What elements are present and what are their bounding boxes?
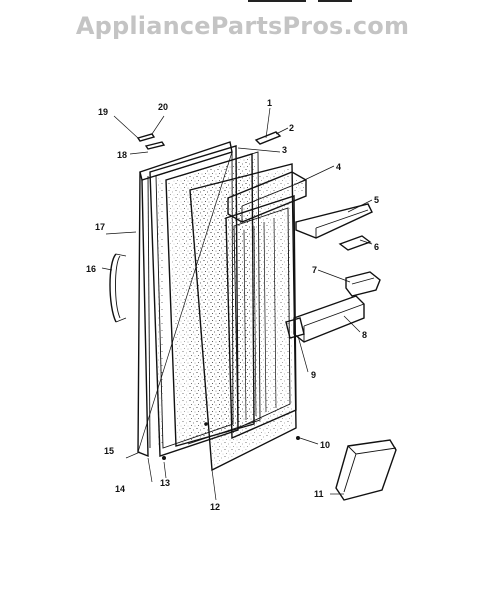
callout-8: 8 [362, 330, 367, 340]
callout-5: 5 [374, 195, 379, 205]
door-handle [109, 253, 127, 323]
callout-4: 4 [336, 162, 341, 172]
callout-6: 6 [374, 242, 379, 252]
callout-7: 7 [312, 265, 317, 275]
watermark-logo: AppliancePartsPros.com [75, 12, 410, 40]
leader-lines [101, 107, 373, 501]
callout-11: 11 [314, 489, 324, 499]
callout-9: 9 [311, 370, 316, 380]
door-inner-liner [189, 163, 297, 472]
callout-2: 2 [289, 123, 294, 133]
callout-18: 18 [117, 150, 127, 160]
callout-15: 15 [104, 446, 114, 456]
part-19-20-pieces [136, 133, 166, 150]
shelf-insert [338, 235, 372, 251]
callout-12: 12 [210, 502, 220, 512]
bin-support [285, 317, 305, 339]
dairy-compartment [227, 171, 307, 223]
door-bin [293, 295, 365, 343]
callout-19: 19 [98, 107, 108, 117]
callout-1: 1 [267, 98, 272, 108]
callout-20: 20 [158, 102, 168, 112]
callout-14: 14 [115, 484, 125, 494]
shelf-bracket [345, 271, 381, 297]
callout-3: 3 [282, 145, 287, 155]
loose-bin [335, 439, 397, 501]
fasteners [162, 422, 300, 460]
callout-13: 13 [160, 478, 170, 488]
callout-16: 16 [86, 264, 96, 274]
part-1-block [254, 131, 282, 145]
callout-10: 10 [320, 440, 330, 450]
callout-17: 17 [95, 222, 105, 232]
door-shelf [295, 203, 373, 239]
